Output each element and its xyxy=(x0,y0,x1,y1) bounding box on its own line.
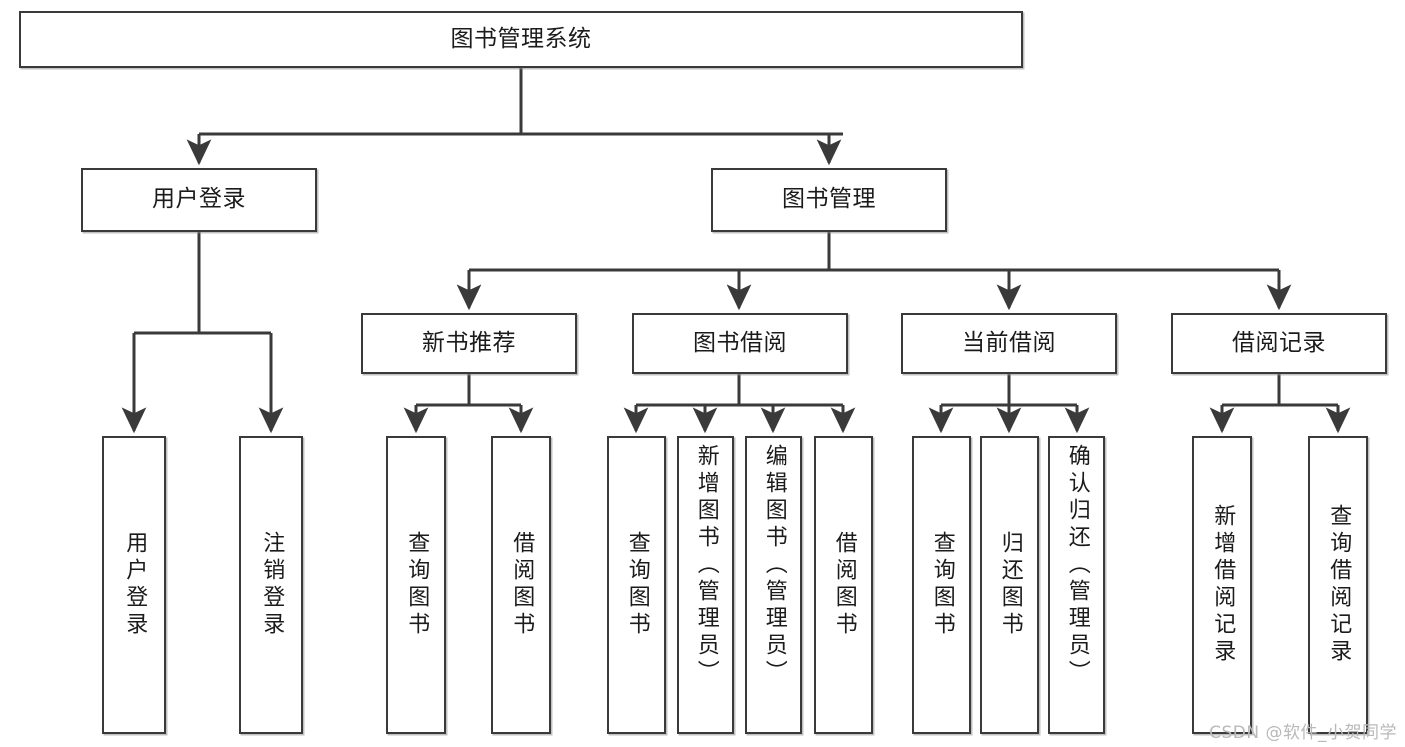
node-leaf-borrow-book-2[interactable]: 借阅图书 xyxy=(814,436,873,734)
node-leaf-return-book[interactable]: 归还图书 xyxy=(980,436,1039,734)
node-leaf-query-book-1[interactable]: 查询图书 xyxy=(386,436,446,734)
node-leaf-logout-login-label: 注销登录 xyxy=(259,531,285,639)
node-leaf-query-book-1-label: 查询图书 xyxy=(404,531,430,639)
node-leaf-query-record-label: 查询借阅记录 xyxy=(1326,504,1352,666)
node-current-borrow[interactable]: 当前借阅 xyxy=(901,313,1117,374)
node-leaf-borrow-book-2-label: 借阅图书 xyxy=(831,531,857,639)
node-leaf-user-login[interactable]: 用户登录 xyxy=(102,436,166,734)
node-new-book-recommend[interactable]: 新书推荐 xyxy=(361,313,577,374)
node-leaf-logout-login[interactable]: 注销登录 xyxy=(239,436,303,734)
node-leaf-confirm-return-label: 确认归还（管理员） xyxy=(1064,444,1090,687)
node-book-borrow[interactable]: 图书借阅 xyxy=(632,313,848,374)
node-user-login-label: 用户登录 xyxy=(152,186,246,213)
node-borrow-record[interactable]: 借阅记录 xyxy=(1171,313,1387,374)
node-leaf-add-book[interactable]: 新增图书（管理员） xyxy=(677,436,734,734)
node-book-borrow-label: 图书借阅 xyxy=(693,329,787,356)
node-borrow-record-label: 借阅记录 xyxy=(1232,329,1326,356)
node-leaf-confirm-return[interactable]: 确认归还（管理员） xyxy=(1048,436,1105,734)
node-root[interactable]: 图书管理系统 xyxy=(19,11,1023,68)
node-root-label: 图书管理系统 xyxy=(450,25,592,52)
node-book-manage[interactable]: 图书管理 xyxy=(711,168,947,232)
node-leaf-borrow-book-1[interactable]: 借阅图书 xyxy=(491,436,551,734)
node-leaf-edit-book[interactable]: 编辑图书（管理员） xyxy=(745,436,802,734)
node-leaf-query-book-3-label: 查询图书 xyxy=(929,531,955,639)
node-leaf-query-book-2-label: 查询图书 xyxy=(624,531,650,639)
node-leaf-query-record[interactable]: 查询借阅记录 xyxy=(1308,436,1368,734)
node-leaf-return-book-label: 归还图书 xyxy=(997,531,1023,639)
node-leaf-add-record[interactable]: 新增借阅记录 xyxy=(1192,436,1252,734)
node-new-book-recommend-label: 新书推荐 xyxy=(422,329,516,356)
node-leaf-borrow-book-1-label: 借阅图书 xyxy=(509,531,535,639)
node-leaf-query-book-3[interactable]: 查询图书 xyxy=(912,436,971,734)
node-leaf-user-login-label: 用户登录 xyxy=(122,531,148,639)
node-book-manage-label: 图书管理 xyxy=(782,186,876,213)
node-leaf-add-book-label: 新增图书（管理员） xyxy=(693,444,719,687)
node-leaf-query-book-2[interactable]: 查询图书 xyxy=(607,436,666,734)
csdn-watermark: CSDN @软件_小贺同学 xyxy=(1209,723,1397,743)
node-current-borrow-label: 当前借阅 xyxy=(962,329,1056,356)
node-leaf-add-record-label: 新增借阅记录 xyxy=(1210,504,1236,666)
node-user-login[interactable]: 用户登录 xyxy=(81,168,317,232)
node-leaf-edit-book-label: 编辑图书（管理员） xyxy=(761,444,787,687)
